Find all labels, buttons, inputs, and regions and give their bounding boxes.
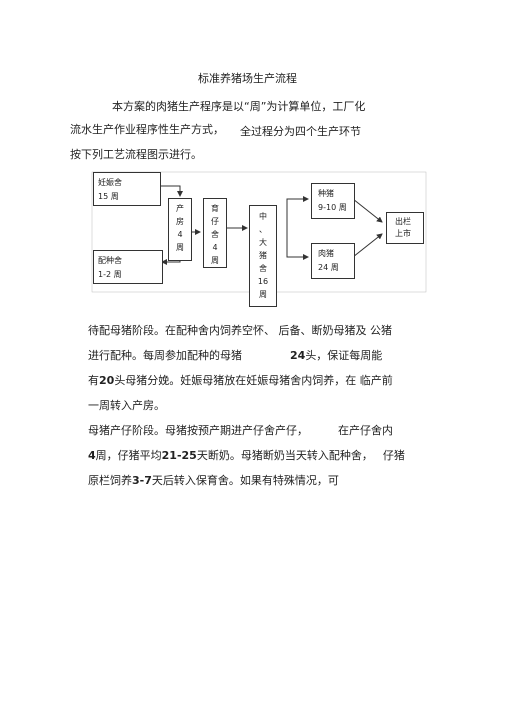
farrowing-house-box: 产 房 4 周 bbox=[168, 198, 192, 261]
nursery-char: 育 bbox=[211, 204, 219, 213]
grower-char: 大 bbox=[259, 238, 267, 247]
exit-line-2: 上市 bbox=[395, 229, 411, 238]
farrowing-char: 周 bbox=[176, 243, 184, 252]
breeding-house-box: 配种舍 1-2 周 bbox=[93, 250, 163, 284]
weekly-farrowing-count: 20 bbox=[99, 374, 115, 387]
grower-char: 舍 bbox=[259, 264, 267, 273]
grower-char: 、 bbox=[259, 225, 267, 234]
breeding-weeks: 1-2 周 bbox=[98, 270, 122, 279]
section-2-line-1: 母猪产仔阶段。母猪按预产期进产仔舍产仔， 在产仔舍内 bbox=[88, 422, 393, 438]
arrow-grower-to-breeder bbox=[286, 196, 309, 226]
section-2-line-3-text: 天后转入保育舍。如果有特殊情况，可 bbox=[151, 474, 339, 487]
section-1-line-3-head: 有 bbox=[88, 374, 99, 387]
nursery-house-box: 育 仔 舍 4 周 bbox=[203, 198, 227, 268]
farrowing-char: 房 bbox=[176, 217, 184, 226]
breeding-label: 配种舍 bbox=[98, 256, 122, 265]
weekly-breeding-count: 24 bbox=[290, 349, 306, 362]
section-1-line-4: 一周转入产房。 bbox=[88, 399, 165, 412]
breeder-weeks: 9-10 周 bbox=[318, 203, 347, 212]
grower-char: 周 bbox=[259, 290, 267, 299]
section-2-line-2-text: 周，仔猪平均 bbox=[95, 449, 162, 462]
gestation-weeks: 15 周 bbox=[98, 192, 119, 201]
section-1-line-2-text: 进行配种。每周参加配种的母猪 bbox=[88, 349, 242, 362]
arrow-grower-to-market bbox=[286, 226, 309, 260]
farrowing-weeks: 4 bbox=[88, 449, 96, 462]
section-1-line-3: 有20头母猪分娩。妊娠母猪放在妊娠母猪舍内饲养，在 临产前 bbox=[88, 372, 393, 388]
section-1-line-2: 进行配种。每周参加配种的母猪 24头，保证每周能 bbox=[88, 347, 382, 363]
exit-line-1: 出栏 bbox=[395, 217, 411, 226]
nursery-char: 仔 bbox=[211, 217, 219, 226]
market-hog-label: 肉猪 bbox=[318, 249, 334, 258]
section-2-line-2: 4周，仔猪平均21-25天断奶。母猪断奶当天转入配种舍， 仔猪 bbox=[88, 447, 405, 463]
arrow-breeder-to-exit bbox=[352, 198, 383, 223]
intro-line-2b: 全过程分为四个生产环节 bbox=[240, 125, 361, 138]
market-hog-box: 肉猪 24 周 bbox=[311, 243, 355, 279]
section-2-line-2-tail: 仔猪 bbox=[382, 449, 405, 462]
grower-char: 猪 bbox=[259, 251, 267, 260]
section-2-line-1-text: 母猪产仔阶段。母猪按预产期进产仔舍产仔， bbox=[88, 424, 308, 437]
intro-line-1: 本方案的肉猪生产程序是以“周”为计算单位，工厂化 bbox=[112, 100, 366, 113]
gestation-house-box: 妊娠舍 15 周 bbox=[93, 172, 161, 206]
section-1-line-2-tail: 头，保证每周能 bbox=[305, 349, 383, 362]
breeder-pig-box: 种猪 9-10 周 bbox=[311, 183, 355, 219]
arrow-gestation-to-farrowing bbox=[160, 185, 183, 197]
section-2-line-2-mid: 天断奶。母猪断奶当天转入配种舍， bbox=[196, 449, 373, 462]
exit-market-box: 出栏 上市 bbox=[386, 212, 424, 244]
section-2-line-3: 原栏饲养3-7天后转入保育舍。如果有特殊情况，可 bbox=[88, 472, 339, 488]
section-2-line-3-head: 原栏饲养 bbox=[88, 474, 132, 487]
grower-char: 中 bbox=[259, 212, 267, 221]
breeder-label: 种猪 bbox=[318, 189, 334, 198]
gestation-label: 妊娠舍 bbox=[98, 178, 122, 187]
section-1-line-1: 待配母猪阶段。在配种舍内饲养空怀、 后备、断奶母猪及 公猪 bbox=[88, 324, 392, 337]
nursery-char: 舍 bbox=[211, 230, 219, 239]
farrowing-char: 产 bbox=[176, 204, 184, 213]
section-1-line-3-text: 头母猪分娩。妊娠母猪放在妊娠母猪舍内饲养，在 临产前 bbox=[114, 374, 393, 387]
section-2-line-1-tail: 在产仔舍内 bbox=[338, 424, 393, 437]
grower-finisher-house-box: 中 、 大 猪 舍 16 周 bbox=[249, 205, 277, 307]
nursery-char: 4 bbox=[212, 243, 218, 252]
weaning-days: 21-25 bbox=[161, 449, 197, 462]
arrow-market-to-exit bbox=[352, 233, 383, 258]
market-hog-weeks: 24 周 bbox=[318, 263, 339, 272]
grower-char: 16 bbox=[257, 277, 269, 286]
intro-line-2a: 流水生产作业程序性生产方式， bbox=[70, 123, 224, 136]
document-title: 标准养猪场生产流程 bbox=[198, 72, 297, 85]
nursery-char: 周 bbox=[211, 256, 219, 265]
intro-line-3: 按下列工艺流程图示进行。 bbox=[70, 148, 202, 161]
farrowing-char: 4 bbox=[177, 230, 183, 239]
nursery-transfer-days: 3-7 bbox=[132, 474, 152, 487]
